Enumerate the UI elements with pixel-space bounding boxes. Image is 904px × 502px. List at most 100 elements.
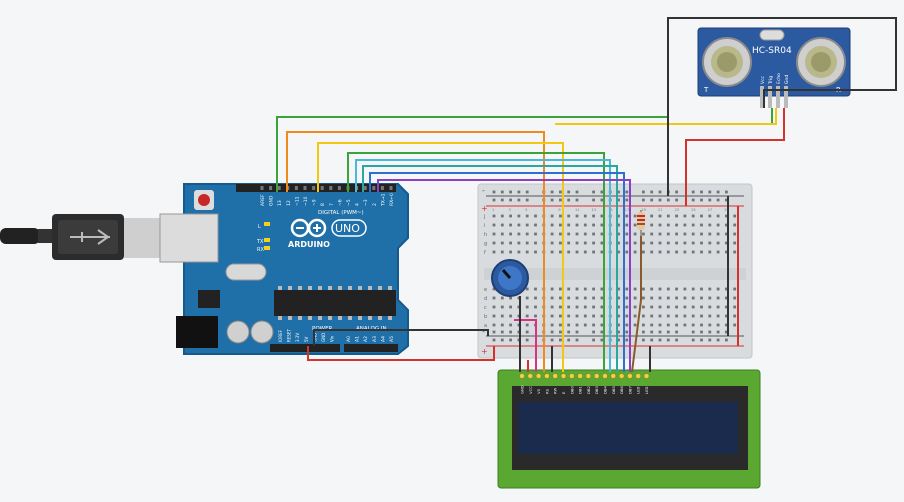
- wires[interactable]: [276, 17, 897, 373]
- lcd-pin[interactable]: [585, 373, 592, 379]
- lcd-pin-label: DB7: [627, 385, 632, 394]
- arduino-power-pin-label: GND: [321, 333, 326, 342]
- arduino-power-pin-label: 3.3V: [295, 333, 300, 342]
- breadboard-col-number: 27: [708, 208, 712, 212]
- lcd-pin[interactable]: [560, 373, 567, 379]
- arduino-pin-label: ~5: [346, 199, 352, 206]
- arduino-pin-socket[interactable]: [312, 186, 316, 190]
- lcd-pin[interactable]: [535, 373, 542, 379]
- arduino-analog-pin-label: A0: [346, 336, 352, 342]
- breadboard-col-number: 29: [724, 208, 728, 212]
- wire-orange-pin11[interactable]: [286, 131, 545, 372]
- breadboard-row-label: h: [484, 232, 487, 238]
- power-jack[interactable]: [176, 316, 218, 348]
- resistor-icon[interactable]: [637, 210, 645, 236]
- power-header-strip[interactable]: [270, 344, 340, 352]
- breadboard-col-number: 11: [575, 208, 579, 212]
- sensor-pin-label: Vcc: [760, 75, 766, 84]
- breadboard-col-number: 9: [558, 208, 560, 212]
- wire-brown-backlight[interactable]: [631, 236, 642, 373]
- digital-label: DIGITAL (PWM~): [318, 210, 364, 216]
- lcd-pin-label: DB4: [603, 385, 608, 394]
- lcd-pin[interactable]: [544, 373, 550, 379]
- arduino-pin-socket[interactable]: [294, 186, 298, 190]
- arduino-pin-label: AREF: [260, 194, 266, 206]
- arduino-pin-socket[interactable]: [320, 186, 324, 190]
- lcd-pin[interactable]: [610, 373, 617, 379]
- arduino-pin-socket[interactable]: [380, 186, 384, 190]
- lcd-pin-label: DB5: [611, 385, 616, 394]
- wire-black-sensor-gnd[interactable]: [667, 17, 897, 196]
- arduino-pin-label: 2: [372, 203, 378, 206]
- arduino-pin-socket[interactable]: [329, 186, 333, 190]
- wire-blue-pin2[interactable]: [369, 172, 625, 372]
- sensor-pin-label: Gnd: [784, 75, 790, 84]
- atmega-chip: [274, 290, 396, 316]
- lcd-pin[interactable]: [577, 373, 583, 379]
- arduino-pin-socket[interactable]: [337, 186, 341, 190]
- lcd-pin-label: V0: [536, 388, 541, 394]
- lcd-pin[interactable]: [635, 373, 642, 379]
- lcd-pin[interactable]: [519, 373, 525, 379]
- lcd-pin[interactable]: [527, 373, 534, 379]
- wire-red-5v-rail[interactable]: [307, 346, 495, 361]
- arduino-uno-board[interactable]: ARDUINO UNO DIGITAL (PWM~) POWER ANALOG …: [159, 183, 409, 355]
- lcd-pin[interactable]: [643, 373, 650, 379]
- breadboard-col-number: 1: [492, 208, 494, 212]
- lcd-pin-label: VCC: [528, 386, 533, 394]
- wire-teal-pin3[interactable]: [362, 165, 618, 372]
- arduino-pin-socket[interactable]: [277, 186, 281, 190]
- arduino-brand: ARDUINO: [288, 240, 330, 249]
- lcd-pin[interactable]: [602, 373, 608, 379]
- breadboard-row-label: b: [484, 314, 487, 320]
- lcd-pin[interactable]: [568, 373, 575, 379]
- wire-black-gnd-rail[interactable]: [313, 329, 489, 346]
- wire-yellow-pin9[interactable]: [317, 142, 564, 372]
- lcd-pin-label: LED: [644, 386, 649, 394]
- arduino-power-pin-label: 5V: [304, 336, 309, 342]
- arduino-pin-label: ~11: [294, 196, 300, 206]
- rail-minus-top: -: [482, 186, 485, 195]
- lcd-pin[interactable]: [627, 373, 633, 379]
- arduino-pin-label: 7: [329, 203, 335, 206]
- wire-cyan-pin4[interactable]: [355, 159, 611, 372]
- analog-header-strip[interactable]: [344, 344, 398, 352]
- lcd-pin-label: E: [561, 391, 566, 394]
- arduino-pin-label: ~3: [363, 199, 369, 206]
- lcd-pin[interactable]: [618, 373, 625, 379]
- arduino-model: UNO: [335, 222, 360, 235]
- arduino-pin-socket[interactable]: [363, 186, 367, 190]
- arduino-pin-socket[interactable]: [372, 186, 376, 190]
- arduino-pin-socket[interactable]: [269, 186, 273, 190]
- breadboard-row-label: d: [484, 296, 487, 302]
- wire-green-pin5[interactable]: [347, 152, 605, 372]
- arduino-pin-label: GND: [269, 195, 275, 206]
- wire-red-sensor-vcc[interactable]: [685, 108, 785, 206]
- wire-purple-pin1[interactable]: [377, 179, 631, 372]
- lcd-pin[interactable]: [552, 373, 559, 379]
- wire-magenta-pot[interactable]: [514, 319, 537, 372]
- arduino-pin-label: 13: [277, 200, 283, 206]
- wire-yellow-echo[interactable]: [555, 108, 777, 125]
- arduino-analog-pin-label: A1: [355, 336, 361, 342]
- arduino-pin-label: 12: [286, 200, 292, 206]
- arduino-pin-socket[interactable]: [303, 186, 307, 190]
- arduino-pin-socket[interactable]: [260, 186, 264, 190]
- arduino-pin-label: 4: [355, 203, 361, 206]
- lcd-screen: [518, 402, 738, 454]
- arduino-logo-icon: [290, 218, 327, 238]
- arduino-analog-pin-label: A4: [380, 336, 386, 342]
- arduino-analog-pin-label: A5: [389, 336, 395, 342]
- breadboard-col-number: 5: [525, 208, 527, 212]
- arduino-pin-socket[interactable]: [389, 186, 393, 190]
- potentiometer-icon[interactable]: [491, 259, 529, 297]
- rail-minus-bottom: -: [482, 327, 485, 336]
- breadboard-row-label: e: [484, 287, 487, 293]
- digital-header[interactable]: [236, 184, 396, 192]
- arduino-analog-pin-label: A3: [372, 336, 378, 342]
- lcd-pin[interactable]: [593, 373, 600, 379]
